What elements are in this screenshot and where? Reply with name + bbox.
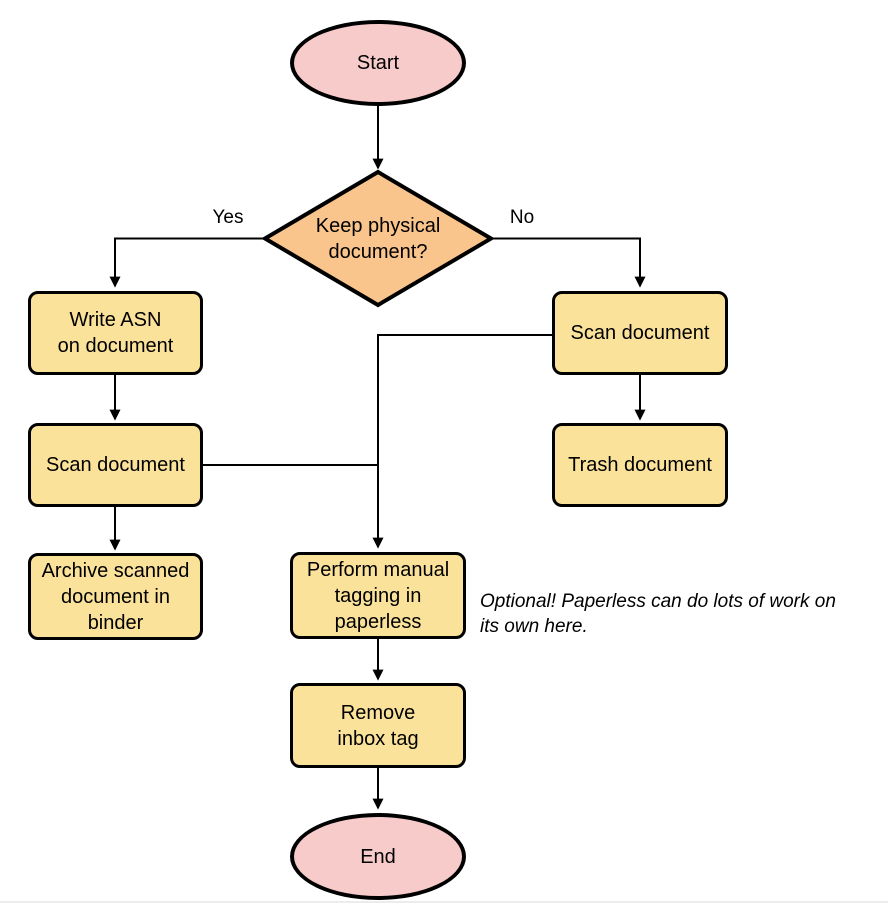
node-scan-document-left-label: Scan document [46,454,185,476]
node-end-label: End [360,845,396,868]
node-manual-tagging: Perform manual tagging in paperless [290,552,466,639]
edge-label-yes: Yes [212,207,244,228]
node-trash-document-label: Trash document [568,454,712,476]
node-decision: Keep physical document? [265,172,491,305]
node-manual-tagging-label: Perform manual tagging in paperless [306,558,450,633]
edge-label-no: No [509,207,535,228]
node-write-asn: Write ASN on document [28,291,203,375]
edge-scan-right-to-tagging [372,334,552,549]
node-end: End [290,813,466,900]
node-scan-document-left: Scan document [28,423,203,507]
node-remove-inbox-tag: Remove inbox tag [290,683,466,768]
node-scan-document-right-label: Scan document [570,322,710,344]
node-scan-document-right: Scan document [552,291,728,375]
optional-note: Optional! Paperless can do lots of work … [480,591,836,638]
node-archive-binder: Archive scanned document in binder [28,553,203,640]
node-start: Start [290,20,466,106]
decision-diamond-shape [261,169,495,308]
node-remove-inbox-tag-label: Remove inbox tag [337,701,419,750]
edge-decision-yes-to-write-asn [109,237,265,288]
node-write-asn-label: Write ASN on document [57,309,174,357]
node-decision-label: Keep physical document? [315,214,441,263]
node-start-label: Start [356,52,400,74]
page-bottom-divider [0,901,888,903]
edge-decision-no-to-scan-right [491,237,646,288]
node-trash-document: Trash document [552,423,728,507]
node-archive-binder-label: Archive scanned document in binder [41,559,190,634]
